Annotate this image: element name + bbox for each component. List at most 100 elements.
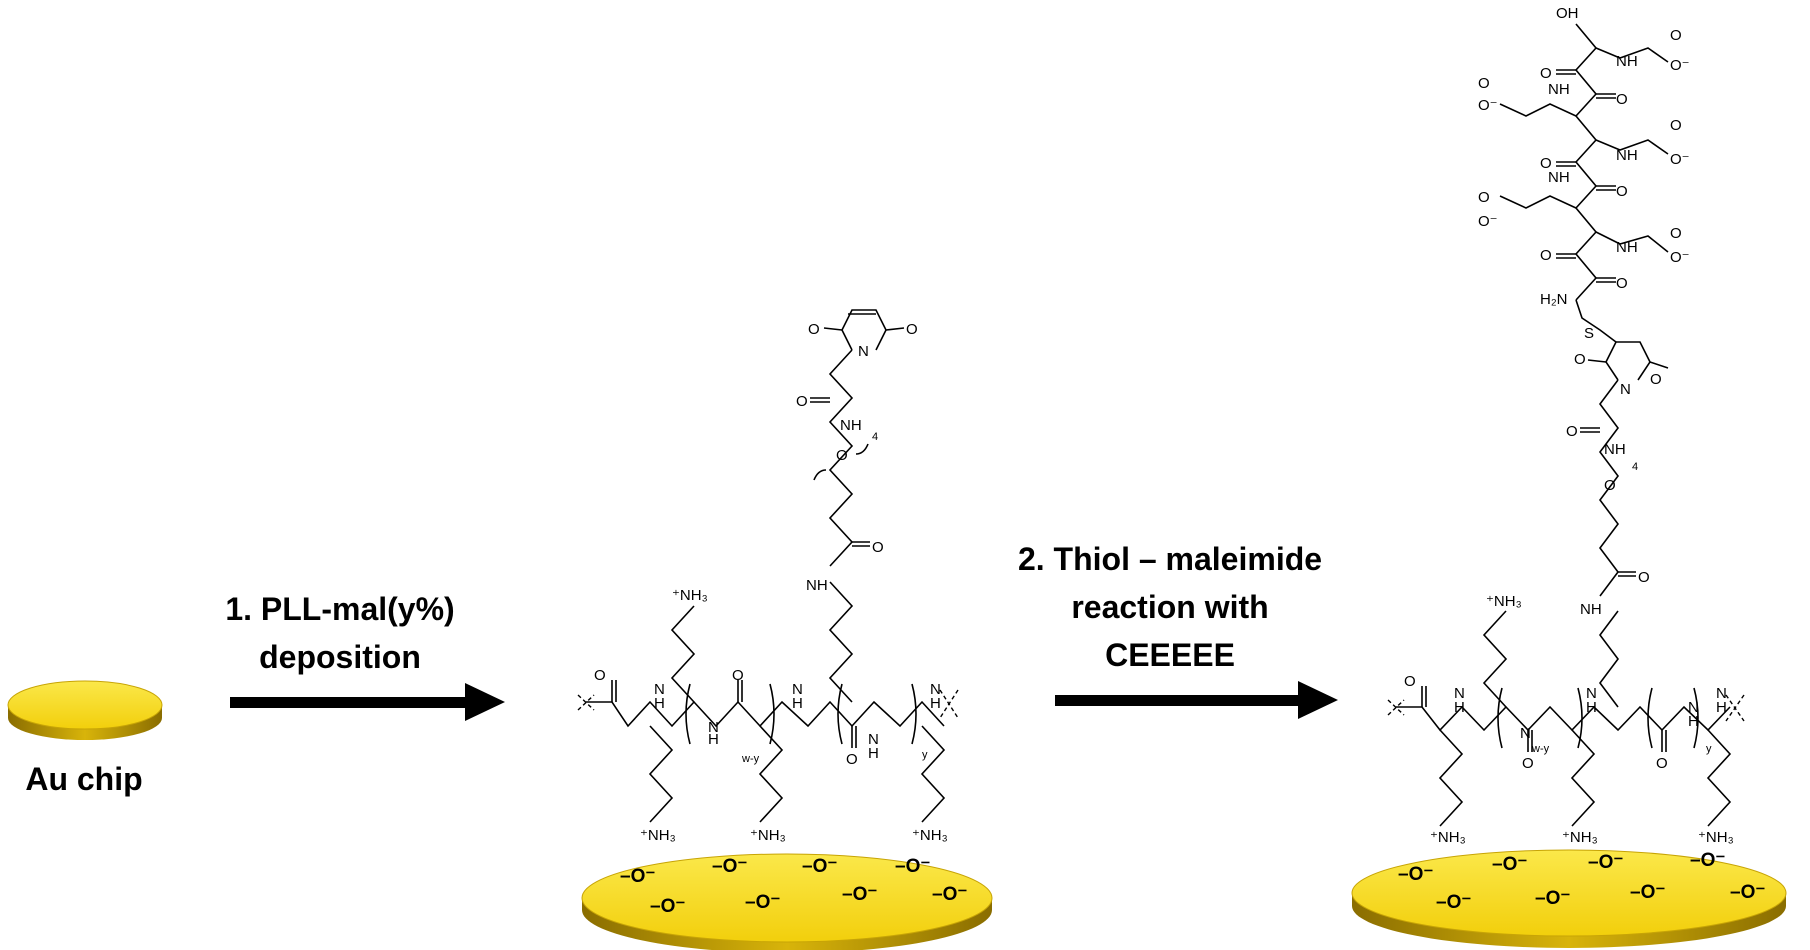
oxide-label: –O⁻ bbox=[620, 866, 655, 887]
svg-text:⁺NH₃: ⁺NH₃ bbox=[672, 587, 708, 604]
oxide-label: –O⁻ bbox=[802, 856, 837, 877]
svg-text:NH: NH bbox=[840, 417, 862, 434]
oxide-label: –O⁻ bbox=[1535, 888, 1570, 909]
svg-text:N: N bbox=[654, 681, 665, 698]
svg-text:⁺NH₃: ⁺NH₃ bbox=[750, 827, 786, 844]
oxide-label: –O⁻ bbox=[1730, 882, 1765, 903]
svg-text:y: y bbox=[1706, 743, 1712, 755]
svg-text:⁺NH₃: ⁺NH₃ bbox=[1698, 829, 1734, 846]
oxide-label: –O⁻ bbox=[1588, 852, 1623, 873]
svg-text:N: N bbox=[1688, 699, 1699, 716]
svg-text:H: H bbox=[1454, 699, 1465, 716]
svg-text:O: O bbox=[1670, 225, 1682, 242]
svg-text:NH: NH bbox=[806, 577, 828, 594]
svg-text:O: O bbox=[836, 447, 848, 464]
svg-text:H: H bbox=[792, 695, 803, 712]
svg-text:N: N bbox=[1716, 685, 1727, 702]
oxide-label: –O⁻ bbox=[1398, 864, 1433, 885]
pll-ceeeee-atom-labels: O N H N O w-y N H O y N H N H ⁺NH₃ ⁺NH₃ … bbox=[1404, 5, 1734, 846]
svg-text:H: H bbox=[1688, 713, 1699, 730]
svg-text:4: 4 bbox=[1632, 461, 1638, 473]
au-chip-label: Au chip bbox=[25, 761, 142, 797]
gold-surface-2: –O⁻ –O⁻ –O⁻ –O⁻ –O⁻ –O⁻ –O⁻ –O⁻ bbox=[1351, 849, 1787, 948]
step1-title: 1. PLL-mal(y%) bbox=[225, 591, 454, 627]
svg-text:H: H bbox=[708, 731, 719, 748]
svg-text:O: O bbox=[1478, 189, 1490, 206]
svg-text:N: N bbox=[868, 731, 879, 748]
svg-text:NH: NH bbox=[1548, 169, 1570, 186]
svg-text:NH: NH bbox=[1548, 81, 1570, 98]
pll-ceeeee-structure bbox=[1387, 23, 1745, 827]
svg-text:O: O bbox=[1522, 755, 1534, 772]
svg-text:⁺NH₃: ⁺NH₃ bbox=[1562, 829, 1598, 846]
svg-text:S: S bbox=[1584, 325, 1594, 342]
svg-text:N: N bbox=[858, 343, 869, 360]
oxide-label: –O⁻ bbox=[895, 856, 930, 877]
oxide-label: –O⁻ bbox=[1436, 892, 1471, 913]
svg-text:O: O bbox=[906, 321, 918, 338]
svg-text:NH: NH bbox=[1604, 441, 1626, 458]
svg-text:O: O bbox=[1540, 155, 1552, 172]
svg-text:O: O bbox=[1670, 117, 1682, 134]
svg-text:w-y: w-y bbox=[741, 753, 760, 765]
svg-text:y: y bbox=[922, 749, 928, 761]
svg-text:O⁻: O⁻ bbox=[1478, 97, 1498, 114]
svg-text:O: O bbox=[1616, 275, 1628, 292]
svg-text:H₂N: H₂N bbox=[1540, 291, 1568, 308]
svg-text:O: O bbox=[1656, 755, 1668, 772]
svg-text:w-y: w-y bbox=[1531, 743, 1550, 755]
svg-text:O: O bbox=[808, 321, 820, 338]
step2-arrow bbox=[1055, 681, 1338, 719]
oxide-label: –O⁻ bbox=[1630, 882, 1665, 903]
svg-text:O⁻: O⁻ bbox=[1478, 213, 1498, 230]
svg-text:H: H bbox=[1586, 699, 1597, 716]
svg-text:O: O bbox=[872, 539, 884, 556]
svg-text:H: H bbox=[868, 745, 879, 762]
svg-text:⁺NH₃: ⁺NH₃ bbox=[1486, 593, 1522, 610]
oxide-label: –O⁻ bbox=[842, 884, 877, 905]
svg-text:O⁻: O⁻ bbox=[1670, 151, 1690, 168]
svg-text:N: N bbox=[1620, 381, 1631, 398]
svg-text:⁺NH₃: ⁺NH₃ bbox=[1430, 829, 1466, 846]
svg-text:O: O bbox=[1604, 477, 1616, 494]
svg-text:N: N bbox=[930, 681, 941, 698]
svg-text:O: O bbox=[846, 751, 858, 768]
oxide-label: –O⁻ bbox=[650, 896, 685, 917]
oxide-label: –O⁻ bbox=[745, 892, 780, 913]
svg-text:N: N bbox=[792, 681, 803, 698]
step2-line2: reaction with bbox=[1071, 589, 1268, 625]
svg-text:NH: NH bbox=[1616, 53, 1638, 70]
svg-text:NH: NH bbox=[1616, 239, 1638, 256]
svg-text:O: O bbox=[1650, 371, 1662, 388]
svg-text:NH: NH bbox=[1580, 601, 1602, 618]
svg-text:OH: OH bbox=[1556, 5, 1579, 22]
svg-text:O: O bbox=[1540, 65, 1552, 82]
pll-mal-atom-labels: O N H N H O w-y N H O y N H N H ⁺NH₃ ⁺NH… bbox=[594, 321, 948, 844]
step2-line3: CEEEEE bbox=[1105, 637, 1235, 673]
svg-text:O: O bbox=[1616, 91, 1628, 108]
step2-title: 2. Thiol – maleimide bbox=[1018, 541, 1322, 577]
svg-text:O: O bbox=[1670, 27, 1682, 44]
au-chip bbox=[7, 680, 163, 740]
oxide-label: –O⁻ bbox=[712, 856, 747, 877]
gold-surface-1: –O⁻ –O⁻ –O⁻ –O⁻ –O⁻ –O⁻ –O⁻ –O⁻ bbox=[581, 853, 993, 950]
surface-oxide-groups: –O⁻ –O⁻ –O⁻ –O⁻ –O⁻ –O⁻ –O⁻ –O⁻ bbox=[1398, 850, 1765, 913]
svg-text:H: H bbox=[930, 695, 941, 712]
svg-text:O: O bbox=[1566, 423, 1578, 440]
svg-text:H: H bbox=[654, 695, 665, 712]
svg-text:N: N bbox=[708, 719, 719, 736]
svg-text:N: N bbox=[1454, 685, 1465, 702]
svg-text:O: O bbox=[1540, 247, 1552, 264]
oxide-label: –O⁻ bbox=[932, 884, 967, 905]
oxide-label: –O⁻ bbox=[1690, 850, 1725, 871]
svg-text:O⁻: O⁻ bbox=[1670, 57, 1690, 74]
svg-text:O⁻: O⁻ bbox=[1670, 249, 1690, 266]
step1-arrow bbox=[230, 683, 505, 721]
svg-text:O: O bbox=[1638, 569, 1650, 586]
svg-text:O: O bbox=[1616, 183, 1628, 200]
pll-mal-structure bbox=[577, 309, 959, 823]
svg-text:O: O bbox=[732, 667, 744, 684]
svg-text:O: O bbox=[1404, 673, 1416, 690]
svg-text:O: O bbox=[1574, 351, 1586, 368]
